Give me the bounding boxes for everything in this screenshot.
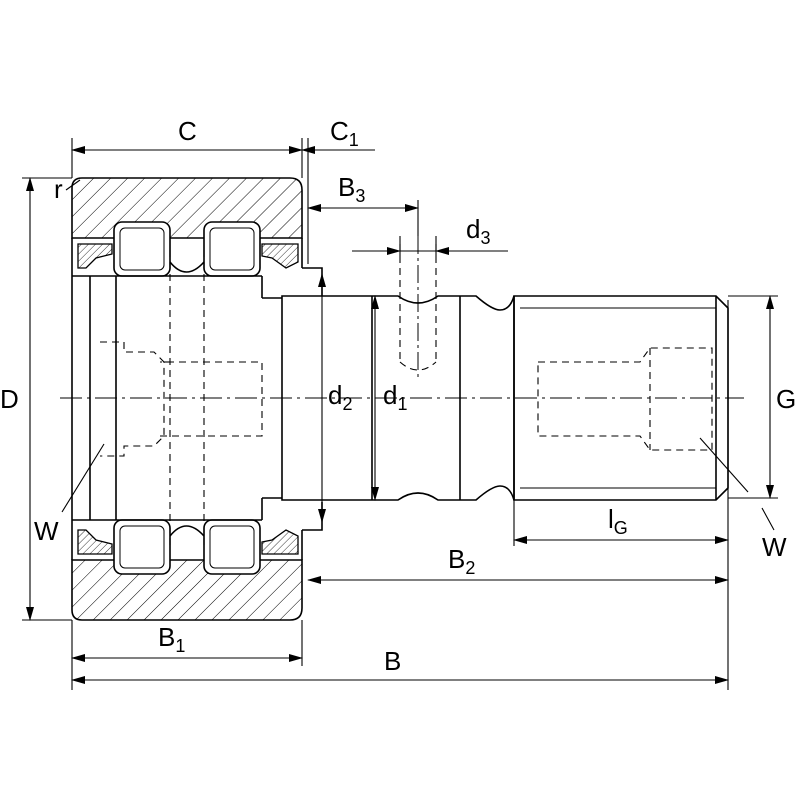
label-B1: B1 <box>158 622 185 656</box>
label-G: G <box>776 384 796 414</box>
label-C: C <box>178 116 197 146</box>
dimension-labels: C C1 B3 d3 r D d2 d1 G W W lG B2 B1 B <box>0 116 796 676</box>
label-r: r <box>54 174 63 204</box>
leader-r <box>65 179 81 191</box>
label-D: D <box>0 384 19 414</box>
label-B3: B3 <box>338 172 365 206</box>
label-W-right: W <box>762 532 787 562</box>
label-d2: d2 <box>328 380 352 414</box>
label-C1: C1 <box>330 116 359 150</box>
label-B2: B2 <box>448 544 475 578</box>
label-d1: d1 <box>383 380 407 414</box>
dimension-lines <box>26 146 775 684</box>
label-B: B <box>384 646 401 676</box>
leader-W-left <box>61 443 105 513</box>
label-d3: d3 <box>466 214 490 248</box>
label-lG: lG <box>608 504 628 538</box>
label-W-left: W <box>34 516 59 546</box>
seals <box>77 243 299 555</box>
inner-body <box>72 261 323 537</box>
leader-W-right <box>699 437 749 493</box>
